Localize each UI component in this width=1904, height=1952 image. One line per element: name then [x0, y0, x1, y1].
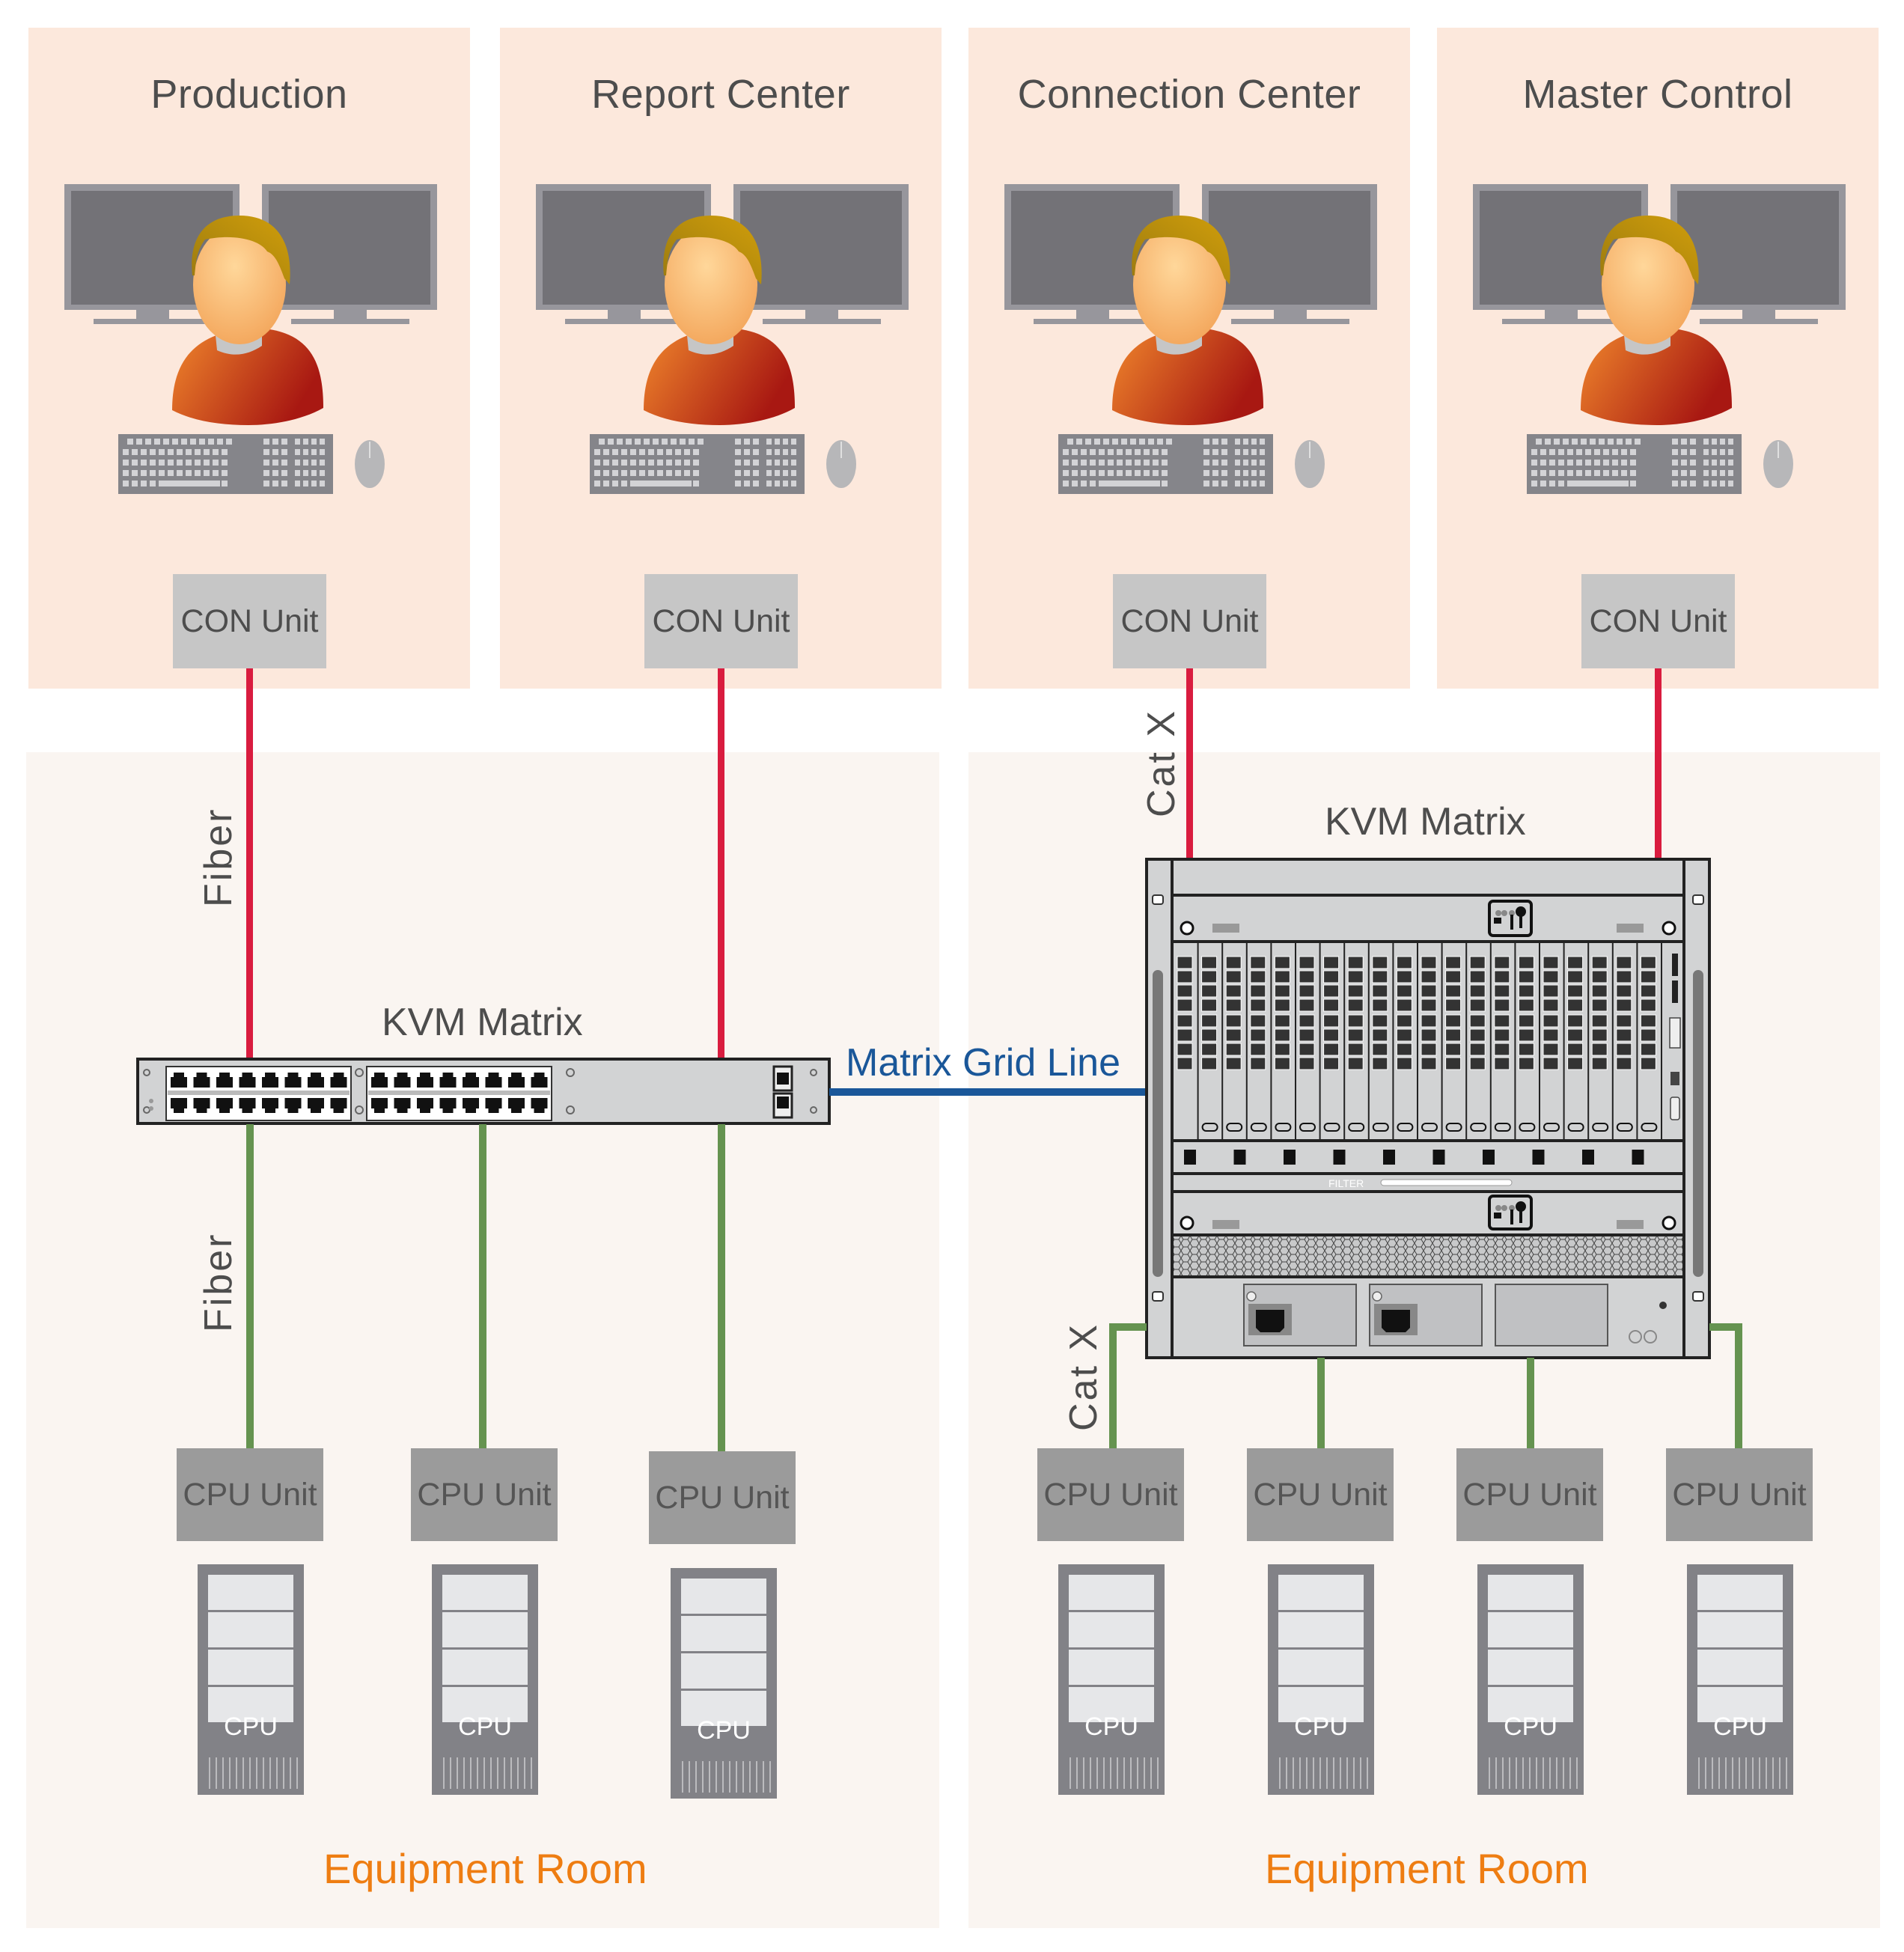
- matrix-grid-line-label: Matrix Grid Line: [846, 1041, 1120, 1085]
- catx-link-cpu: [1735, 1323, 1742, 1448]
- fiber-label-lower: Fiber: [197, 1232, 240, 1332]
- cpu-label: CPU: [1713, 1712, 1767, 1741]
- cpu-unit: CPU Unit: [649, 1451, 796, 1544]
- filter-label: FILTER: [1328, 1177, 1364, 1189]
- fiber-link-report-center: [718, 668, 724, 1058]
- catx-link-cpu: [1709, 1323, 1742, 1331]
- cpu-tower-icon: CPU: [198, 1564, 304, 1795]
- catx-link-cpu: [1109, 1323, 1117, 1448]
- fan-tray-icon: [1488, 900, 1533, 937]
- con-unit: CON Unit: [1581, 574, 1735, 668]
- fan-tray-icon: [1488, 1195, 1533, 1230]
- room-title: Connection Center: [1017, 72, 1361, 117]
- catx-link-cpu: [1317, 1358, 1325, 1448]
- cpu-unit: CPU Unit: [1456, 1448, 1603, 1541]
- cpu-label: CPU: [458, 1712, 512, 1741]
- fiber-link-production: [246, 668, 253, 1058]
- room-title: Report Center: [591, 72, 850, 117]
- matrix-grid-line: [829, 1088, 1147, 1096]
- con-unit: CON Unit: [644, 574, 798, 668]
- con-unit: CON Unit: [173, 574, 326, 668]
- catx-link-connection-center: [1186, 668, 1193, 859]
- cpu-tower-icon: CPU: [1477, 1564, 1584, 1795]
- cpu-tower-icon: CPU: [1268, 1564, 1374, 1795]
- power-supply: [1243, 1284, 1357, 1346]
- kvm-matrix-large: FILTER: [1145, 858, 1711, 1359]
- cpu-label: CPU: [1084, 1712, 1138, 1741]
- equipment-room-label: Equipment Room: [323, 1845, 647, 1892]
- kvm-matrix-label-small: KVM Matrix: [382, 1001, 583, 1044]
- cpu-tower-icon: CPU: [432, 1564, 538, 1795]
- room-title: Production: [150, 72, 348, 117]
- operator-workstation-icon: [536, 184, 909, 494]
- power-supply-blank: [1495, 1284, 1608, 1346]
- fiber-link-cpu: [479, 1124, 486, 1448]
- cpu-unit: CPU Unit: [1666, 1448, 1813, 1541]
- kvm-matrix-label-large: KVM Matrix: [1325, 800, 1526, 844]
- fiber-link-cpu: [718, 1124, 725, 1451]
- cpu-label: CPU: [1294, 1712, 1348, 1741]
- cpu-tower-icon: CPU: [1058, 1564, 1165, 1795]
- cpu-unit: CPU Unit: [1247, 1448, 1394, 1541]
- operator-workstation-icon: [1473, 184, 1846, 494]
- fiber-label-upper: Fiber: [197, 807, 240, 907]
- cpu-label: CPU: [224, 1712, 278, 1741]
- cpu-label: CPU: [697, 1716, 751, 1745]
- equipment-room-label: Equipment Room: [1265, 1845, 1589, 1892]
- cpu-unit: CPU Unit: [1037, 1448, 1184, 1541]
- room-title: Master Control: [1522, 72, 1793, 117]
- catx-link-cpu: [1109, 1323, 1147, 1331]
- catx-link-cpu: [1527, 1358, 1534, 1448]
- power-supply: [1369, 1284, 1483, 1346]
- cpu-label: CPU: [1504, 1712, 1557, 1741]
- operator-workstation-icon: [64, 184, 437, 494]
- fiber-link-cpu: [246, 1124, 254, 1448]
- cpu-tower-icon: CPU: [671, 1568, 777, 1799]
- cpu-unit: CPU Unit: [177, 1448, 323, 1541]
- con-unit: CON Unit: [1113, 574, 1266, 668]
- catx-label-lower: Cat X: [1062, 1322, 1105, 1431]
- catx-label-upper: Cat X: [1140, 708, 1183, 817]
- cpu-unit: CPU Unit: [411, 1448, 558, 1541]
- catx-link-master-control: [1655, 668, 1662, 859]
- cpu-tower-icon: CPU: [1687, 1564, 1793, 1795]
- kvm-matrix-small: [136, 1058, 831, 1125]
- operator-workstation-icon: [1004, 184, 1377, 494]
